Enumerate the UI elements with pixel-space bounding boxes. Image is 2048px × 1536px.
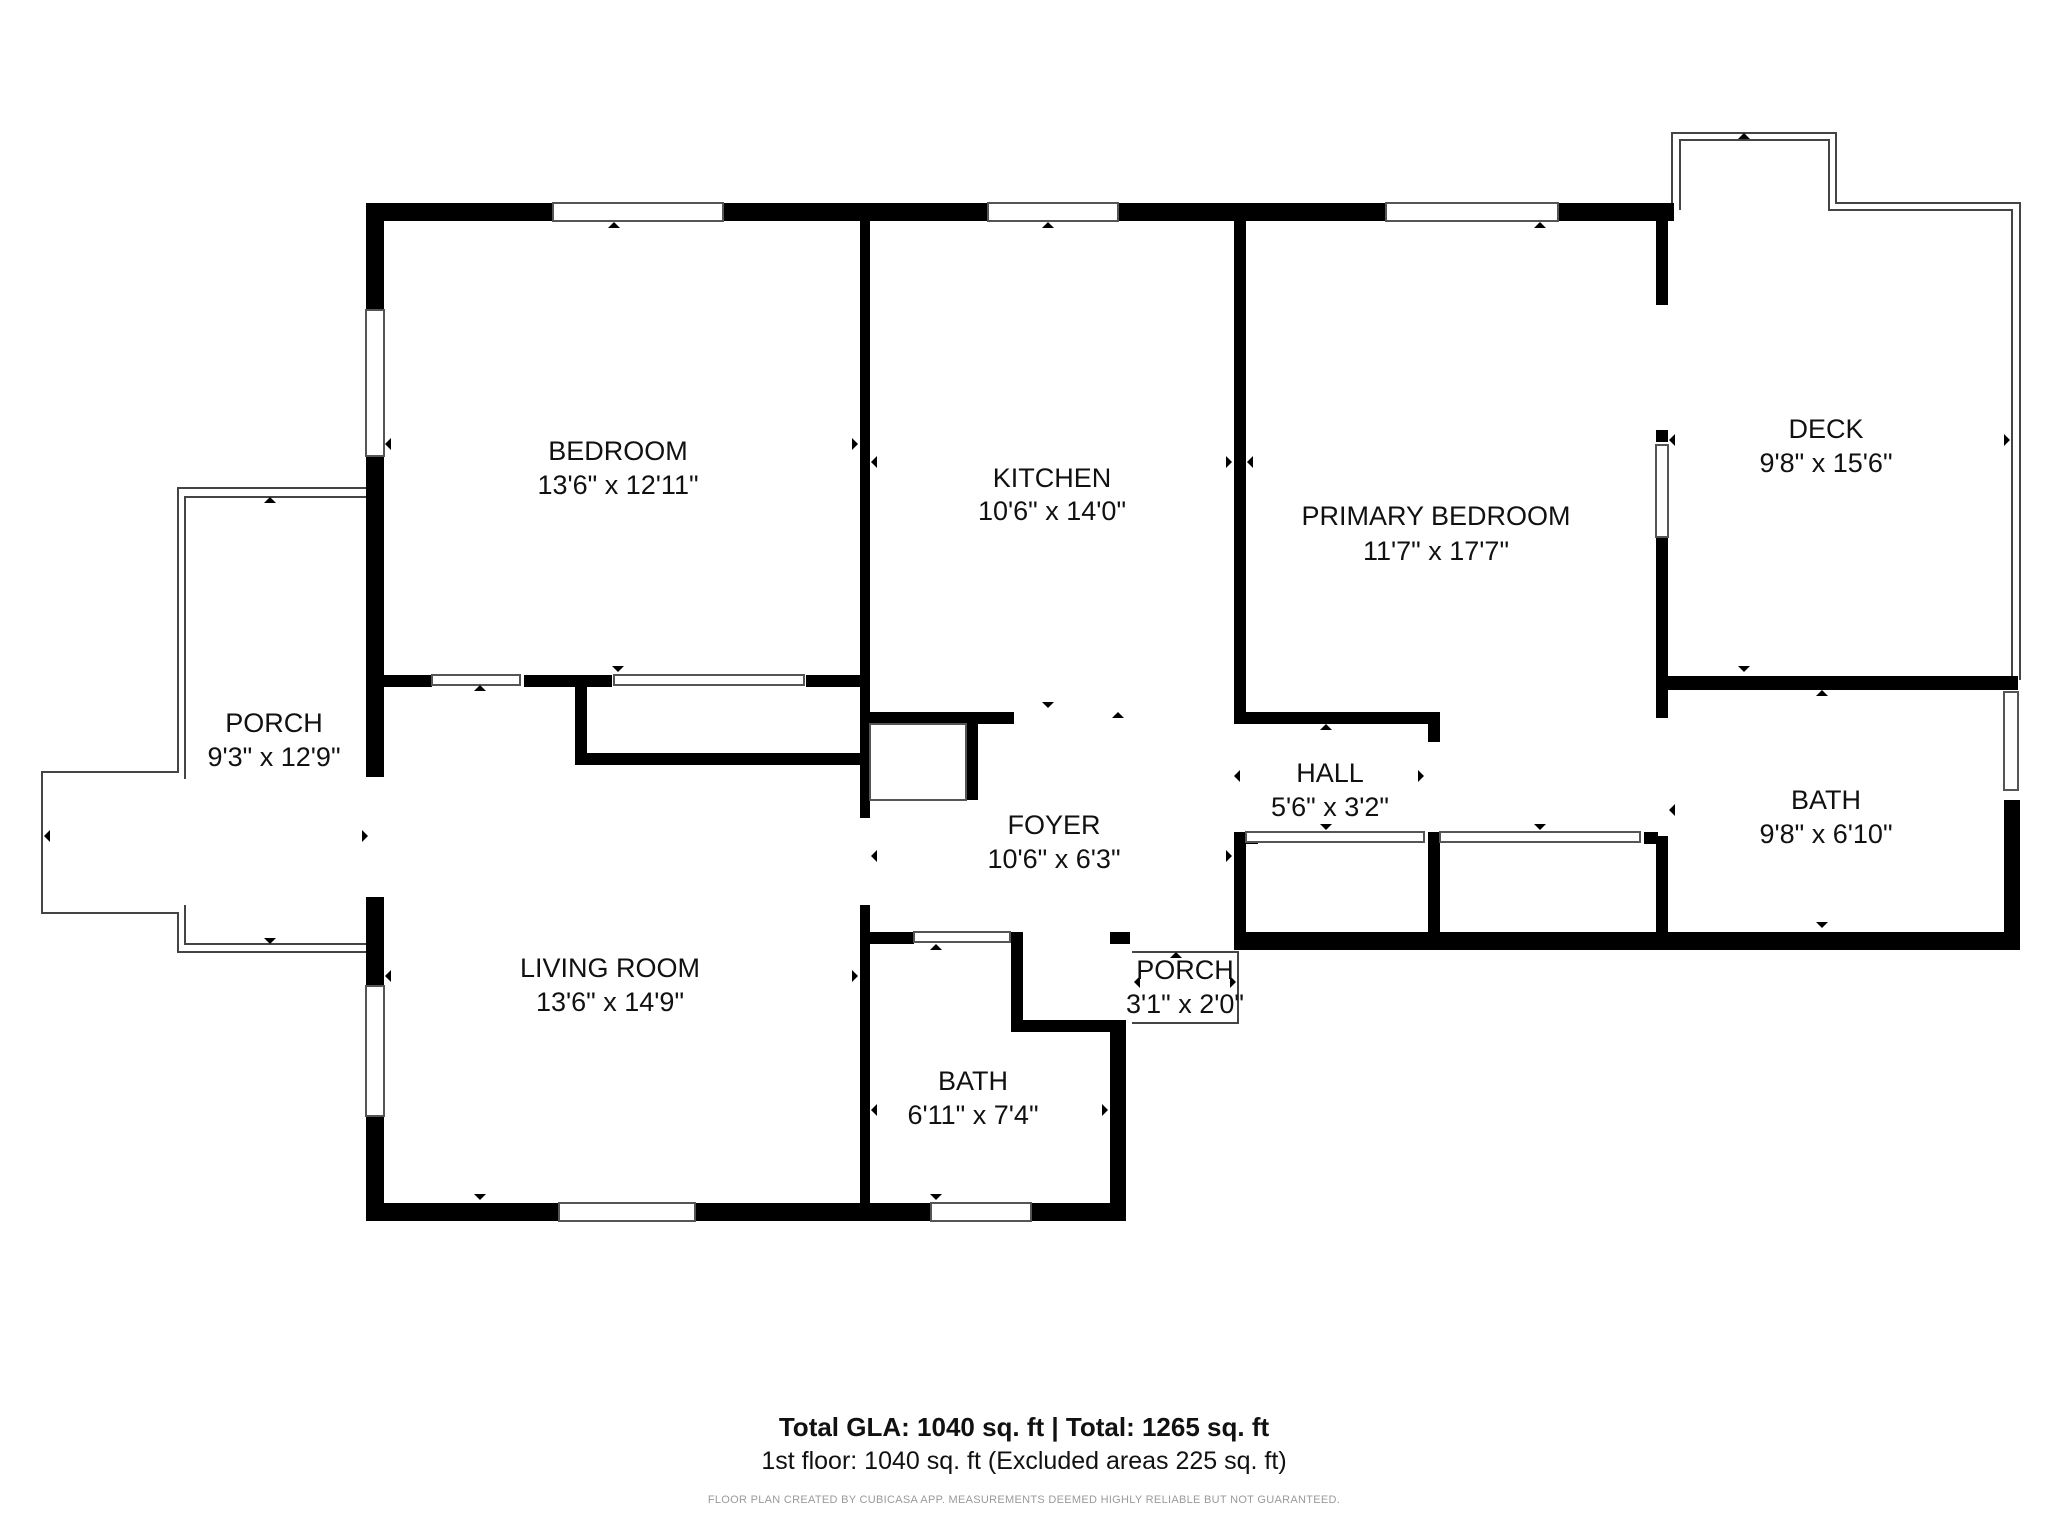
floor-area-summary: 1st floor: 1040 sq. ft (Excluded areas 2… bbox=[761, 1447, 1287, 1475]
south-porch-outline bbox=[1132, 951, 1239, 1024]
room-name-bedroom: BEDROOM bbox=[548, 436, 688, 466]
room-dims-hall: 5'6" x 3'2" bbox=[1271, 792, 1389, 822]
room-dims-deck: 9'8" x 15'6" bbox=[1759, 448, 1892, 478]
deck-outline bbox=[1671, 132, 2021, 680]
room-name-porch-west: PORCH bbox=[225, 708, 323, 738]
windows bbox=[365, 202, 2019, 1222]
disclaimer-text: FLOOR PLAN CREATED BY CUBICASA APP. MEAS… bbox=[707, 1494, 1341, 1506]
room-dims-kitchen: 10'6" x 14'0" bbox=[978, 496, 1126, 526]
room-dims-bedroom: 13'6" x 12'11" bbox=[537, 470, 698, 500]
room-dims-primary-bedroom: 11'7" x 17'7" bbox=[1363, 536, 1509, 566]
room-dims-foyer: 10'6" x 6'3" bbox=[987, 844, 1120, 874]
room-name-living-room: LIVING ROOM bbox=[520, 953, 700, 983]
room-dims-porch-south: 3'1" x 2'0" bbox=[1126, 989, 1244, 1019]
room-name-hall: HALL bbox=[1296, 758, 1364, 788]
room-dims-bath-south: 6'11" x 7'4" bbox=[907, 1100, 1038, 1130]
room-dims-living-room: 13'6" x 14'9" bbox=[536, 987, 684, 1017]
room-name-porch-south: PORCH bbox=[1136, 955, 1234, 985]
dimension-markers bbox=[44, 133, 2010, 1200]
room-name-bath-south: BATH bbox=[938, 1066, 1008, 1096]
room-name-deck: DECK bbox=[1788, 414, 1863, 444]
room-name-bath-east: BATH bbox=[1791, 785, 1861, 815]
room-dims-porch-west: 9'3" x 12'9" bbox=[207, 742, 340, 772]
west-porch-outline bbox=[41, 487, 372, 953]
room-name-kitchen: KITCHEN bbox=[993, 463, 1112, 493]
room-name-foyer: FOYER bbox=[1007, 810, 1100, 840]
total-area-summary: Total GLA: 1040 sq. ft | Total: 1265 sq.… bbox=[778, 1412, 1270, 1442]
room-dims-bath-east: 9'8" x 6'10" bbox=[1759, 819, 1892, 849]
room-name-primary-bedroom: PRIMARY BEDROOM bbox=[1301, 501, 1570, 531]
walls bbox=[366, 203, 2020, 1221]
